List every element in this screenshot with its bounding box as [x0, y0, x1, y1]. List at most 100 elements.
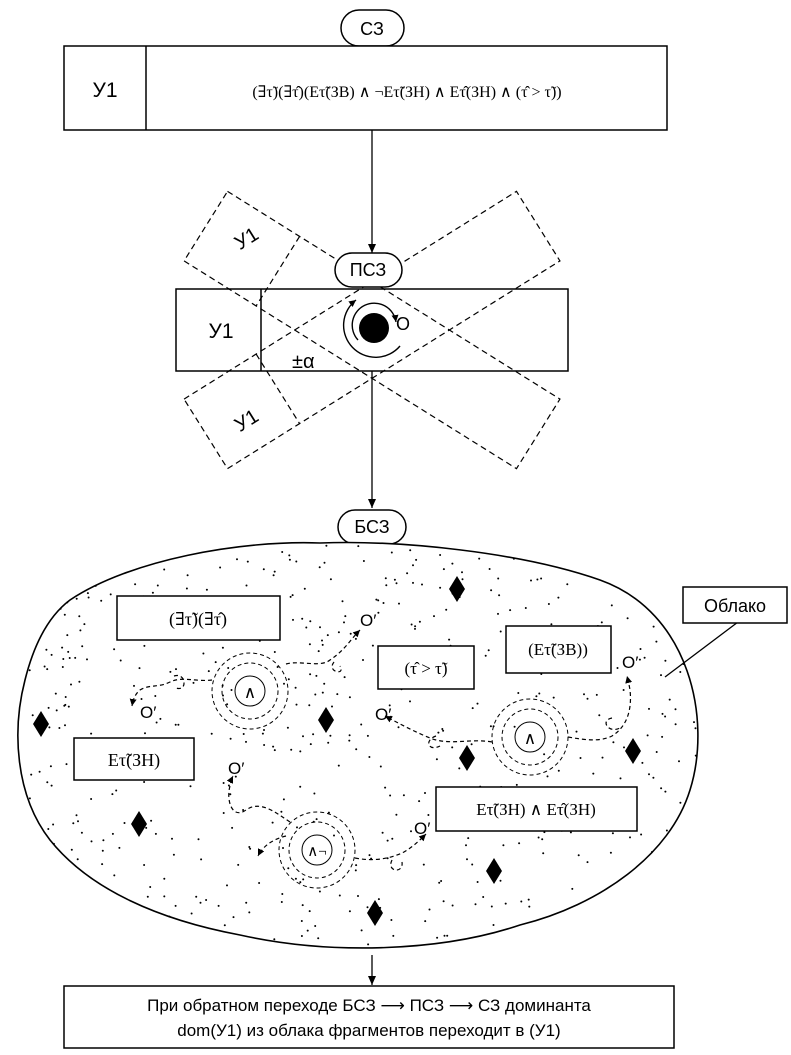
- noise-dot: [282, 847, 284, 849]
- noise-dot: [362, 560, 365, 562]
- noise-dot: [379, 765, 382, 768]
- noise-dot: [68, 657, 71, 659]
- noise-dot: [72, 822, 75, 825]
- noise-dot: [45, 648, 48, 651]
- noise-dot: [321, 691, 324, 694]
- noise-dot: [390, 551, 393, 554]
- trail: [173, 674, 185, 690]
- fragment-box-event-zv: [505, 625, 612, 674]
- noise-dot: [622, 689, 625, 691]
- noise-dot: [678, 760, 680, 763]
- noise-dot: [586, 697, 589, 700]
- noise-dot: [384, 786, 387, 789]
- noise-dot: [262, 568, 265, 571]
- noise-dot: [474, 903, 477, 906]
- noise-dot: [652, 776, 655, 779]
- noise-dot: [409, 549, 412, 552]
- noise-dot: [600, 621, 603, 624]
- noise-dot: [355, 748, 358, 751]
- noise-dot: [377, 898, 380, 901]
- noise-dot: [497, 577, 500, 580]
- noise-dot: [109, 593, 112, 596]
- noise-dot: [301, 904, 304, 907]
- noise-dot: [368, 756, 371, 758]
- fragment-box-conj-events: [435, 786, 638, 832]
- noise-dot: [471, 707, 474, 710]
- noise-dot: [668, 698, 671, 701]
- noise-dot: [315, 818, 318, 821]
- noise-dot: [64, 703, 67, 706]
- noise-dot: [90, 840, 93, 843]
- middle-label-pill: [334, 252, 403, 288]
- noise-dot: [466, 858, 468, 861]
- noise-dot: [461, 571, 463, 574]
- noise-dot: [102, 839, 105, 842]
- noise-dot: [210, 732, 213, 735]
- noise-dot: [230, 689, 233, 691]
- noise-dot: [515, 783, 518, 786]
- noise-dot: [384, 577, 387, 580]
- noise-dot: [638, 658, 641, 661]
- noise-dot: [451, 904, 454, 907]
- noise-dot: [59, 607, 62, 610]
- noise-dot: [679, 671, 682, 673]
- noise-dot: [46, 781, 49, 784]
- noise-dot: [189, 785, 192, 788]
- noise-dot: [476, 702, 479, 705]
- cloud-diamonds: [33, 576, 641, 926]
- noise-dot: [113, 874, 116, 877]
- noise-dot: [48, 726, 51, 729]
- noise-dot: [366, 734, 369, 737]
- noise-dot: [246, 560, 249, 563]
- callout-pointer: [664, 621, 739, 678]
- noise-dot: [306, 929, 309, 932]
- noise-dot: [414, 627, 416, 630]
- noise-dot: [309, 743, 312, 746]
- noise-dot: [226, 703, 229, 706]
- trail: [285, 629, 361, 665]
- noise-dot: [543, 753, 546, 756]
- noise-dot: [280, 901, 283, 903]
- noise-dot: [327, 741, 330, 744]
- noise-dot: [242, 733, 245, 735]
- noise-dot: [31, 714, 34, 717]
- noise-dot: [175, 668, 177, 671]
- noise-dot: [442, 729, 445, 732]
- noise-dot: [557, 596, 560, 599]
- noise-dot: [58, 727, 61, 729]
- diamond: [449, 576, 465, 602]
- noise-dot: [287, 678, 290, 681]
- noise-dot: [75, 814, 78, 817]
- noise-dot: [586, 861, 589, 864]
- noise-dot: [418, 800, 421, 803]
- noise-dot: [207, 670, 210, 673]
- trail: [257, 835, 287, 857]
- noise-dot: [77, 820, 79, 823]
- noise-dot: [315, 674, 318, 677]
- noise-dot: [392, 934, 395, 937]
- prime-label: O′: [375, 705, 391, 724]
- diamond: [459, 745, 475, 771]
- noise-dot: [290, 748, 293, 751]
- fragment-box-quantifiers: [116, 595, 281, 641]
- noise-dot: [326, 634, 329, 637]
- noise-dot: [409, 700, 411, 703]
- noise-dot: [155, 721, 158, 724]
- noise-dot: [664, 715, 667, 718]
- trail: [384, 715, 493, 743]
- noise-dot: [655, 751, 658, 753]
- noise-dot: [76, 858, 79, 861]
- noise-dot: [390, 919, 393, 921]
- noise-dot: [354, 869, 357, 872]
- noise-dot: [427, 814, 430, 816]
- noise-dot: [478, 557, 481, 560]
- noise-dot: [336, 693, 339, 696]
- noise-dot: [229, 737, 232, 740]
- noise-dot: [610, 604, 613, 607]
- noise-dot: [150, 819, 153, 822]
- noise-dot: [337, 764, 340, 767]
- noise-dot: [552, 696, 555, 699]
- noise-dot: [415, 558, 418, 561]
- noise-dot: [263, 744, 266, 746]
- prime-label: O′: [360, 611, 376, 630]
